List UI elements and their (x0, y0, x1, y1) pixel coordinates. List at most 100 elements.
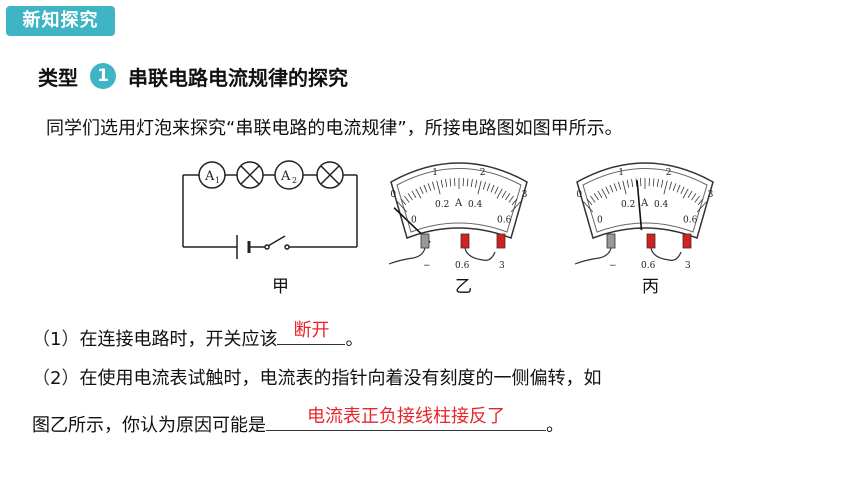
scale-tick (501, 190, 507, 199)
type-heading: 类型 1 串联电路电流规律的探究 (38, 60, 348, 92)
scale-tick (508, 195, 514, 203)
scale-tick (583, 201, 594, 213)
question-2-line-2: 图乙所示，你认为原因可能是 电流表正负接线柱接反了 。 (32, 406, 564, 439)
question-2-text-line1: 在使用电流表试触时，电流表的指针向着没有刻度的一侧偏转，如 (79, 368, 602, 389)
scale-tick (676, 184, 681, 193)
scale-tick (626, 179, 630, 188)
question-2-end: 。 (546, 415, 564, 436)
svg-text:3: 3 (685, 261, 691, 270)
scale-tick (694, 195, 700, 203)
scale-tick (635, 178, 638, 187)
scale-tick (605, 186, 610, 195)
scale-tick (590, 195, 596, 203)
scale-tick (618, 181, 622, 190)
top-scale-label: 2 (480, 168, 486, 178)
top-scale-label: 1 (618, 168, 624, 178)
svg-text:A: A (204, 169, 215, 184)
scale-tick (652, 178, 655, 187)
scale-tick (432, 181, 436, 190)
scale-tick (440, 179, 444, 188)
scale-tick (445, 178, 448, 187)
scale-tick (511, 198, 518, 206)
switch-symbol (264, 235, 290, 250)
bottom-scale-label: 0 (597, 215, 603, 225)
lamp-2-symbol (316, 161, 344, 189)
scale-tick (494, 186, 499, 195)
question-1-text: 在连接电路时，开关应该 (79, 329, 278, 350)
scale-tick (505, 193, 511, 201)
scale-tick (490, 184, 495, 193)
top-scale-label: 1 (432, 168, 438, 178)
scale-tick (496, 188, 503, 199)
lamp-1-symbol (236, 161, 264, 189)
scale-tick (397, 201, 408, 213)
top-scale-label: 3 (708, 190, 714, 200)
scale-tick (631, 178, 634, 187)
bottom-scale-label: 0.6 (497, 215, 512, 225)
figure-label-bing: 丙 (642, 277, 659, 297)
type-title: 串联电路电流规律的探究 (128, 65, 348, 90)
bottom-scale-label: 0 (411, 215, 417, 225)
scale-tick (400, 198, 407, 206)
svg-text:2: 2 (292, 176, 297, 185)
scale-tick (482, 181, 486, 190)
scale-tick (407, 193, 413, 201)
terminal-negative (388, 233, 430, 265)
scale-tick (668, 181, 672, 190)
scale-tick (672, 183, 677, 192)
terminal-negative (574, 233, 616, 265)
meter-pointer (636, 180, 643, 231)
scale-tick (404, 195, 410, 203)
top-scale-label: 2 (666, 168, 672, 178)
terminal-3 (682, 233, 692, 249)
svg-text:3: 3 (499, 261, 505, 270)
question-2-blank: 电流表正负接线柱接反了 (266, 406, 546, 431)
scale-tick (682, 188, 689, 199)
scale-tick (691, 193, 697, 201)
question-1-blank: 断开 (277, 320, 346, 345)
scale-tick (436, 180, 441, 195)
scale-tick (697, 198, 704, 206)
scale-tick (466, 178, 469, 187)
bottom-scale-label: 0.6 (683, 215, 698, 225)
scale-tick (427, 183, 432, 192)
battery-symbol (236, 235, 251, 259)
scale-tick (601, 188, 608, 199)
question-2-answer: 电流表正负接线柱接反了 (307, 406, 505, 427)
top-scale-label: 0 (576, 190, 582, 200)
question-1-answer: 断开 (293, 320, 330, 341)
scale-tick (477, 180, 482, 195)
svg-text:0.6: 0.6 (455, 261, 470, 270)
top-scale-label: 0 (390, 190, 396, 200)
svg-text:A: A (280, 169, 291, 184)
scale-tick (470, 178, 473, 187)
scale-tick (419, 186, 424, 195)
scale-tick (609, 184, 614, 193)
scale-tick (696, 201, 707, 213)
scale-tick (663, 180, 668, 195)
terminal-3 (496, 233, 506, 249)
svg-text:A: A (454, 198, 463, 209)
figure-label-jia: 甲 (272, 277, 289, 297)
question-2-line-1: （2）在使用电流表试触时，电流表的指针向着没有刻度的一侧偏转，如 (32, 368, 602, 389)
bottom-scale-label: 0.2 (621, 200, 635, 210)
type-number-badge: 1 (90, 63, 116, 89)
terminal-0-6 (460, 233, 496, 261)
question-1-end: 。 (345, 329, 364, 350)
ammeter-a1-symbol: A 1 (198, 161, 226, 189)
svg-text:−: − (609, 261, 617, 270)
terminal-0-6 (646, 233, 682, 261)
scale-tick (597, 190, 603, 199)
svg-text:0.6: 0.6 (641, 261, 656, 270)
bottom-scale-label: 0.4 (654, 200, 669, 210)
intro-text: 同学们选用灯泡来探究“串联电路的电流规律”，所接电路图如图甲所示。 (46, 118, 623, 139)
question-2-text-line2: 图乙所示，你认为原因可能是 (32, 415, 266, 436)
bottom-scale-label: 0.4 (468, 200, 483, 210)
scale-tick (415, 188, 422, 199)
scale-tick (622, 180, 627, 195)
type-prefix: 类型 (38, 65, 78, 90)
scale-tick (656, 178, 659, 187)
scale-tick (411, 190, 417, 199)
